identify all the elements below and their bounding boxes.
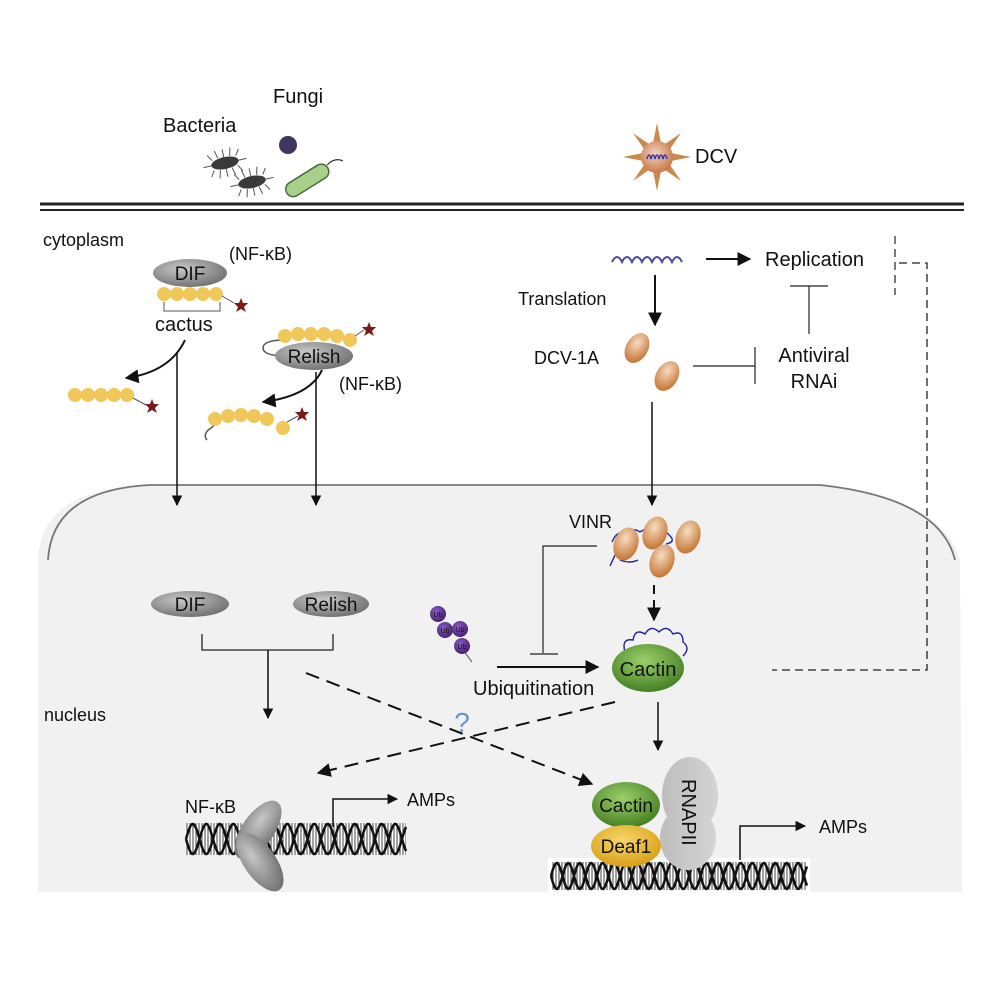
cactus-label: cactus [155, 314, 213, 336]
phospho-star-icon [295, 407, 309, 421]
cactin-protein [612, 644, 684, 692]
cactin-label: Cactin [620, 659, 677, 681]
rnapii-icon: RNAPII [660, 757, 718, 870]
dcv-label: DCV [695, 146, 738, 168]
phospho-star-icon [145, 399, 159, 413]
nucleus-region [38, 485, 962, 892]
ub-label: Ub [456, 627, 465, 634]
fungi-label: Fungi [273, 86, 323, 108]
replication-feedback-dashed-line [772, 262, 928, 671]
nucleus-label: nucleus [44, 705, 106, 725]
deaf1-label: Deaf1 [601, 837, 652, 858]
cytoplasm-label: cytoplasm [43, 230, 124, 250]
ub-label: Ub [434, 612, 443, 619]
fungi-spore-icon [279, 136, 297, 154]
cactin-to-nfkb-dashed-arrow [316, 701, 616, 777]
replication-label: Replication [765, 249, 864, 271]
vinr-complex [609, 516, 701, 578]
imd-nfkb-label: (NF-κB) [339, 374, 402, 394]
phospho-star-icon [362, 322, 376, 336]
vinr-inhibits-ubiquitination [542, 545, 597, 653]
rnapii-label: RNAPII [677, 779, 699, 846]
dif-label: DIF [175, 264, 206, 285]
transcription-start-arrow-right [739, 820, 807, 860]
relish-cleavage-arrow [261, 369, 323, 408]
toll-nfkb-label: (NF-κB) [229, 244, 292, 264]
nuclear-dif-label: DIF [175, 595, 206, 616]
nuclear-envelope [47, 484, 956, 561]
nfkb-label: NF-κB [185, 797, 236, 817]
dcv-1a-protein-icon [654, 361, 680, 391]
ubiquitin-chain-icon: Ub Ub Ub Ub [430, 606, 473, 663]
dif-cactus-complex: DIF [153, 259, 248, 312]
ub-label: Ub [441, 628, 450, 635]
nuclear-relish-label: Relish [305, 595, 358, 616]
amps-right-label: AMPs [819, 817, 867, 837]
cleaved-relish [204, 407, 309, 441]
ub-label: Ub [458, 644, 467, 651]
relish-label: Relish [288, 347, 341, 368]
bacteria-label: Bacteria [163, 115, 237, 137]
nuclear-relish [293, 591, 369, 617]
cactus-degradation-arrow [124, 339, 186, 384]
translation-label: Translation [518, 289, 606, 309]
rnai-label: RNAi [791, 371, 838, 393]
amps-left-label: AMPs [407, 790, 455, 810]
bacteria-icon [203, 147, 274, 198]
dna-left [184, 822, 408, 856]
cactin-coil [623, 627, 688, 657]
dcv-1a-protein-icon [624, 333, 650, 363]
transcription-start-arrow-left [332, 793, 399, 827]
unknown-question-icon: ? [454, 707, 470, 738]
degraded-cactus [68, 388, 159, 413]
dcv-virus-icon [623, 123, 691, 191]
bacillus-icon [285, 159, 344, 198]
ubiquitination-label: Ubiquitination [473, 678, 594, 700]
nfkb-to-cactin-complex-dashed-arrow [305, 672, 594, 786]
nuclear-dif [151, 591, 229, 617]
deaf1-protein [591, 825, 661, 867]
phospho-star-icon [234, 298, 248, 312]
nfkb-dimer-icon [234, 800, 284, 892]
dcv-1a-label: DCV-1A [534, 348, 599, 368]
complex-cactin-protein [592, 782, 660, 828]
viral-rna-icon [611, 256, 683, 265]
vinr-label: VINR [569, 512, 612, 532]
relish-complex: Relish [262, 322, 376, 370]
complex-cactin-label: Cactin [599, 796, 653, 817]
antiviral-label: Antiviral [778, 345, 849, 367]
